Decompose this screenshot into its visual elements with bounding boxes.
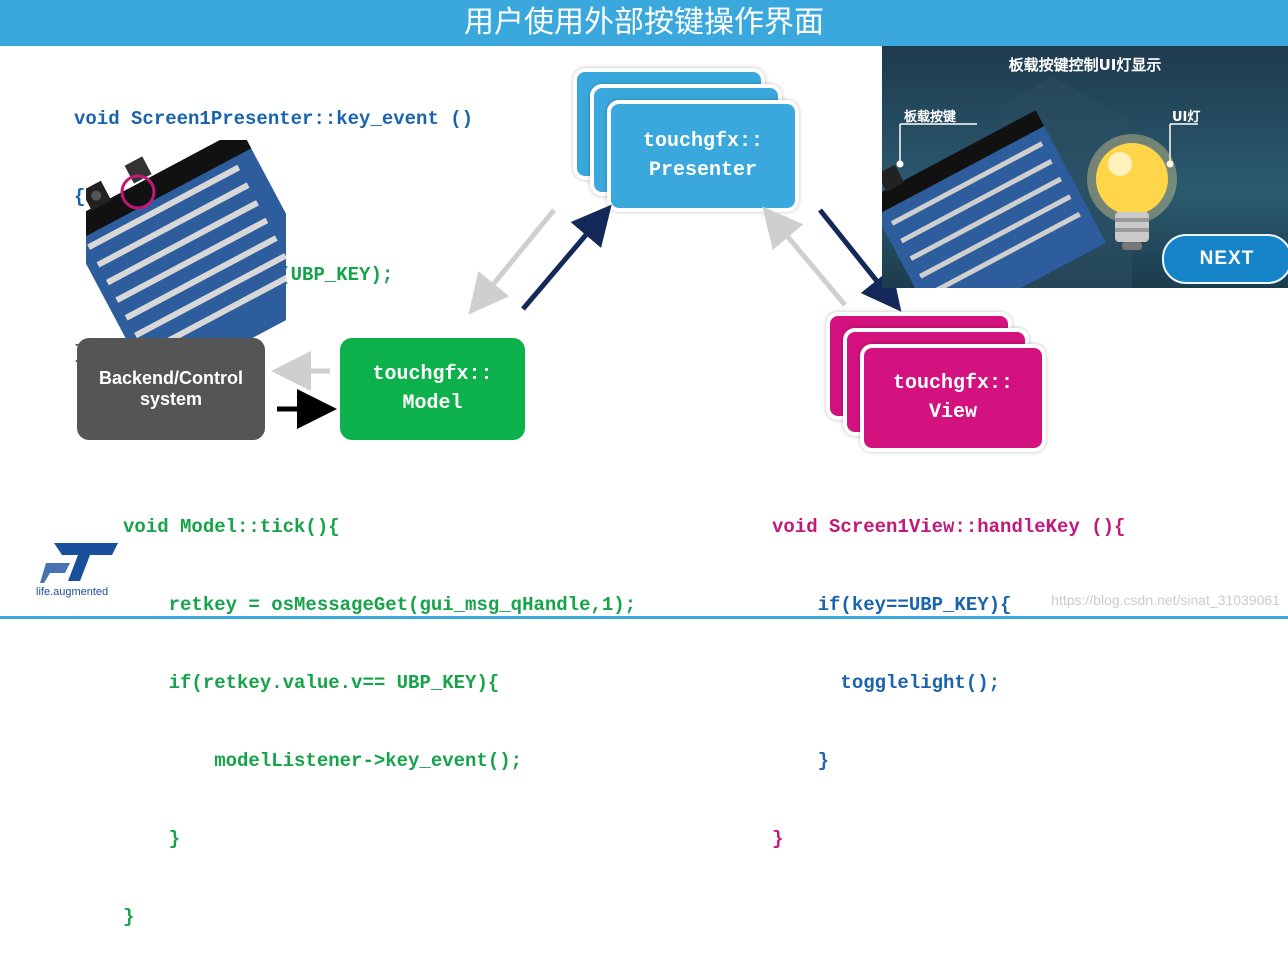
code-line: void Model::tick(){ bbox=[123, 516, 340, 538]
arrow-presenter-to-view bbox=[818, 208, 902, 312]
label-onboard-button: 板载按键 bbox=[904, 110, 957, 125]
next-button-label: NEXT bbox=[1199, 248, 1255, 269]
backend-node: Backend/Control system bbox=[77, 338, 265, 440]
code-line: } bbox=[772, 750, 830, 772]
page-title: 用户使用外部按键操作界面 bbox=[464, 5, 824, 40]
panel-title: 板载按键控制UI灯显示 bbox=[1008, 56, 1162, 74]
model-label-line1: touchgfx:: bbox=[372, 363, 493, 386]
st-logo bbox=[40, 543, 118, 583]
code-line: } bbox=[123, 828, 181, 850]
presenter-node: touchgfx:: Presenter bbox=[607, 100, 799, 212]
code-line: if(retkey.value.v== UBP_KEY){ bbox=[123, 672, 500, 694]
panel-background bbox=[882, 76, 1198, 288]
logo-tagline: life.augmented bbox=[36, 586, 109, 598]
code-line: void Screen1View::handleKey (){ bbox=[772, 516, 1126, 538]
view-code: void Screen1View::handleKey (){ if(key==… bbox=[772, 462, 1125, 878]
next-button[interactable]: NEXT bbox=[1162, 234, 1288, 284]
title-bar: 用户使用外部按键操作界面 bbox=[0, 0, 1288, 46]
view-label-line1: touchgfx:: bbox=[892, 372, 1014, 395]
label-ui-light: UI灯 bbox=[1172, 110, 1201, 125]
code-line: } bbox=[772, 828, 784, 850]
presenter-label-line1: touchgfx:: bbox=[642, 130, 764, 153]
arrow-view-to-presenter bbox=[762, 206, 847, 307]
view-node: touchgfx:: View bbox=[860, 344, 1046, 452]
code-line: void Screen1Presenter::key_event () bbox=[74, 108, 474, 130]
model-node: touchgfx:: Model bbox=[340, 338, 525, 440]
ui-screen-panel: 板载按键控制UI灯显示 板载按键 UI灯 NEXT bbox=[882, 46, 1288, 288]
code-line: modelListener->key_event(); bbox=[123, 750, 523, 772]
arrow-presenter-to-model bbox=[468, 208, 556, 315]
backend-label-line2: system bbox=[139, 389, 203, 409]
model-code: void Model::tick(){ retkey = osMessageGe… bbox=[123, 462, 636, 956]
button-highlight-circle bbox=[120, 174, 156, 210]
code-line: } bbox=[123, 906, 135, 928]
arrow-model-to-presenter bbox=[521, 204, 612, 311]
code-line: { bbox=[74, 186, 86, 208]
bottom-rule bbox=[0, 616, 1288, 619]
model-label-line2: Model bbox=[402, 392, 463, 415]
arrows-layer bbox=[271, 204, 902, 429]
view-label-line2: View bbox=[928, 401, 977, 424]
code-line: togglelight(); bbox=[772, 672, 1001, 694]
code-line: if(key==UBP_KEY){ bbox=[772, 594, 1012, 616]
board-image bbox=[86, 140, 286, 340]
code-line: retkey = osMessageGet(gui_msg_qHandle,1)… bbox=[123, 594, 637, 616]
watermark-text: https://blog.csdn.net/sinat_31039061 bbox=[1051, 592, 1280, 608]
presenter-label-line2: Presenter bbox=[648, 159, 758, 182]
backend-label-line1: Backend/Control bbox=[98, 368, 244, 388]
